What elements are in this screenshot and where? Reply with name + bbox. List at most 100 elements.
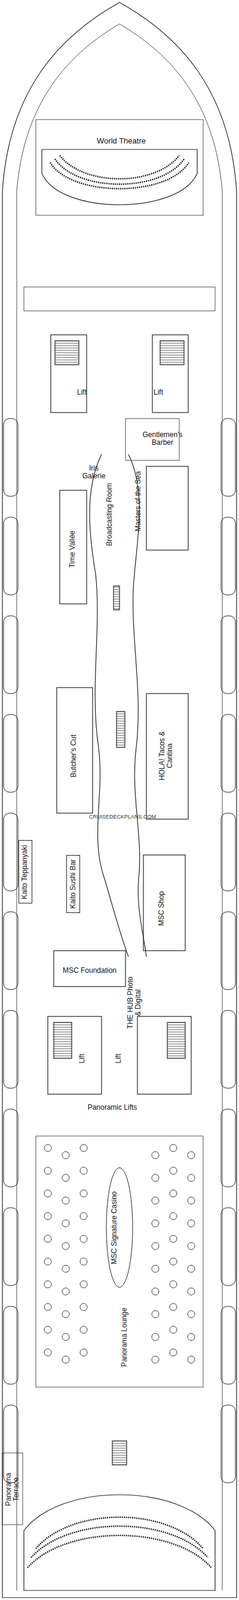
casino-table (169, 1347, 177, 1356)
lifeboat (3, 615, 18, 694)
lifeboat (221, 516, 236, 595)
area-label: Panoramic Lifts (73, 1102, 152, 1111)
area-label: Gentlemen's Barber (137, 430, 188, 447)
casino-table (187, 1173, 195, 1181)
lifeboat (221, 1009, 236, 1088)
casino-table (169, 1211, 177, 1219)
casino-table (187, 1355, 195, 1363)
casino-table (80, 1347, 88, 1356)
casino-table (187, 1196, 195, 1204)
theatre-stage (41, 149, 198, 205)
area-label: Lift (69, 388, 94, 397)
lifeboat (221, 615, 236, 694)
casino-table (62, 1150, 70, 1158)
casino-table (80, 1143, 88, 1151)
casino-table (151, 1287, 159, 1295)
area-label: MSC Signature Casino (110, 1172, 119, 1281)
casino-table (62, 1332, 70, 1340)
casino-table (151, 1309, 159, 1317)
casino-table (62, 1264, 70, 1272)
area-label: MSC Shop (157, 883, 166, 932)
lifeboat (3, 812, 18, 891)
casino-table (169, 1143, 177, 1151)
casino-table (187, 1241, 195, 1249)
casino-table (80, 1189, 88, 1197)
casino-table (187, 1332, 195, 1340)
lifeboat (3, 714, 18, 792)
casino-table (80, 1257, 88, 1265)
casino-table (62, 1173, 70, 1181)
area-label: Lift (146, 388, 171, 397)
casino-table (44, 1211, 52, 1219)
casino-table (44, 1302, 52, 1310)
casino-table (187, 1218, 195, 1227)
casino-table (187, 1264, 195, 1272)
casino-table (151, 1332, 159, 1340)
casino-table (169, 1302, 177, 1310)
lifeboat (221, 714, 236, 792)
casino-table (80, 1302, 88, 1310)
venue-box: Kaito Sushi Bar (66, 854, 81, 913)
casino-table (80, 1234, 88, 1242)
lifeboat (3, 1206, 18, 1285)
casino-table (80, 1166, 88, 1174)
lifeboat (3, 911, 18, 989)
promenade-edge (89, 454, 129, 956)
casino-table (169, 1189, 177, 1197)
casino-table (169, 1166, 177, 1174)
casino-table (151, 1355, 159, 1363)
venue-label: Kaito Teppanyaki (20, 843, 29, 899)
area-label: THE HUB Photo & Digital (126, 975, 143, 1029)
casino-table (169, 1257, 177, 1265)
lifeboat (221, 1404, 236, 1482)
area-label: HOLA! Tacos & Cantina (158, 722, 174, 789)
area-label: Iris Galerie (78, 464, 110, 480)
casino-table (44, 1325, 52, 1333)
casino-table (44, 1347, 52, 1356)
casino-table (44, 1257, 52, 1265)
casino-table (62, 1309, 70, 1317)
casino-table (44, 1166, 52, 1174)
venue-box: Kaito Teppanyaki (18, 839, 33, 903)
lifeboat (3, 1404, 18, 1482)
casino-table (62, 1241, 70, 1249)
area-label: MSC Foundation (53, 966, 126, 974)
lifeboat (221, 911, 236, 989)
casino-table (151, 1196, 159, 1204)
area-label: Broadcasting Room (105, 472, 114, 556)
casino-table (187, 1287, 195, 1295)
lifeboat (221, 1305, 236, 1384)
area-label: CRUISEDECKPLANS.COM (74, 813, 171, 820)
casino-table (62, 1287, 70, 1295)
casino-table (80, 1279, 88, 1288)
casino-table (187, 1309, 195, 1317)
casino-table (169, 1234, 177, 1242)
casino-table (44, 1234, 52, 1242)
lifeboat (221, 1108, 236, 1187)
casino-table (187, 1150, 195, 1158)
venue-label: Kaito Sushi Bar (68, 858, 77, 909)
area-label: Time Vallée (68, 515, 77, 582)
casino-table (80, 1325, 88, 1333)
casino-table (44, 1279, 52, 1288)
lifeboat (221, 418, 236, 496)
lifeboat (3, 418, 18, 496)
casino-table (151, 1218, 159, 1227)
casino-table (44, 1189, 52, 1197)
lifeboat (221, 1206, 236, 1285)
area-label: Panorama Lounge (120, 1294, 129, 1378)
casino-table (151, 1150, 159, 1158)
casino-table (169, 1279, 177, 1288)
lifeboat (3, 516, 18, 595)
area-label: World Theatre (79, 136, 164, 146)
casino-table (151, 1241, 159, 1249)
area-label: Panorama Terrace (4, 1462, 21, 1515)
lifeboat (3, 1108, 18, 1187)
casino-table (62, 1355, 70, 1363)
casino-table (169, 1325, 177, 1333)
lifeboat (221, 812, 236, 891)
area-label: Lift (78, 1045, 87, 1070)
lifeboat (3, 1305, 18, 1384)
